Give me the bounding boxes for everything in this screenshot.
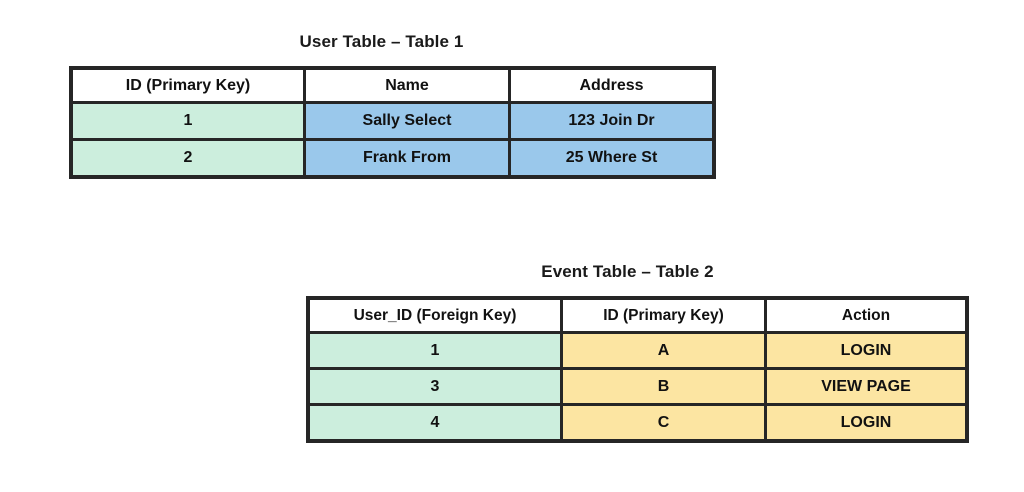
user-row-2-id: 2 <box>69 138 306 179</box>
user-table-header-row: ID (Primary Key) Name Address <box>69 66 716 104</box>
user-table: ID (Primary Key) Name Address 1 Sally Se… <box>69 66 716 179</box>
user-row-2-address: 25 Where St <box>508 138 716 179</box>
event-row-1-user-id: 1 <box>306 331 563 370</box>
event-row-3-user-id: 4 <box>306 403 563 443</box>
user-row-1-id: 1 <box>69 101 306 141</box>
event-table-header-user-id: User_ID (Foreign Key) <box>306 296 563 334</box>
event-table: User_ID (Foreign Key) ID (Primary Key) A… <box>306 296 969 443</box>
table-row: 3 B VIEW PAGE <box>306 367 969 406</box>
event-row-2-user-id: 3 <box>306 367 563 406</box>
user-row-1-name: Sally Select <box>303 101 511 141</box>
table-row: 2 Frank From 25 Where St <box>69 138 716 179</box>
user-table-title: User Table – Table 1 <box>299 32 464 51</box>
event-table-title: Event Table – Table 2 <box>541 262 714 281</box>
user-table-header-id: ID (Primary Key) <box>69 66 306 104</box>
event-row-3-action: LOGIN <box>764 403 969 443</box>
event-row-2-action: VIEW PAGE <box>764 367 969 406</box>
event-table-header-row: User_ID (Foreign Key) ID (Primary Key) A… <box>306 296 969 334</box>
event-row-1-action: LOGIN <box>764 331 969 370</box>
event-table-header-action: Action <box>764 296 969 334</box>
event-table-header-id: ID (Primary Key) <box>560 296 767 334</box>
table-row: 4 C LOGIN <box>306 403 969 443</box>
table-row: 1 A LOGIN <box>306 331 969 370</box>
user-table-header-address: Address <box>508 66 716 104</box>
user-row-2-name: Frank From <box>303 138 511 179</box>
event-row-2-id: B <box>560 367 767 406</box>
user-table-header-name: Name <box>303 66 511 104</box>
table-row: 1 Sally Select 123 Join Dr <box>69 101 716 141</box>
user-row-1-address: 123 Join Dr <box>508 101 716 141</box>
event-row-3-id: C <box>560 403 767 443</box>
event-row-1-id: A <box>560 331 767 370</box>
user-table-block: User Table – Table 1 ID (Primary Key) Na… <box>69 32 716 179</box>
event-table-block: Event Table – Table 2 User_ID (Foreign K… <box>306 262 969 443</box>
